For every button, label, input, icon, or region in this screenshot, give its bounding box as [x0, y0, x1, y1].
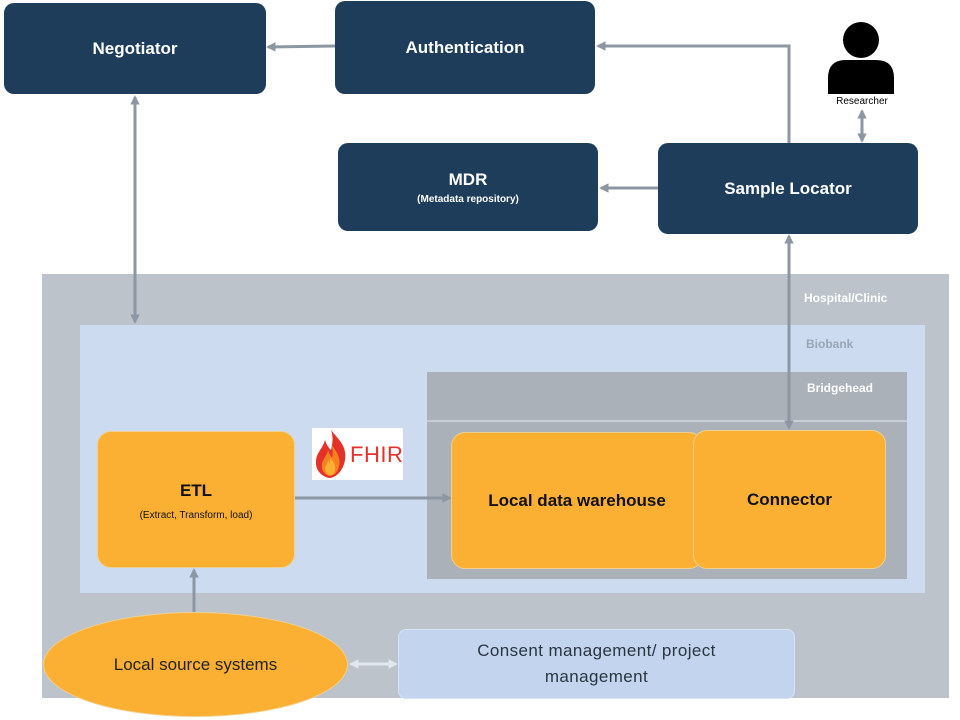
consent-title: Consent management/ project management	[477, 641, 716, 686]
connector-title: Connector	[747, 489, 832, 509]
hospital-label: Hospital/Clinic	[804, 291, 888, 305]
negotiator-box: Negotiator	[4, 3, 266, 94]
negotiator-title: Negotiator	[92, 38, 178, 58]
arrow-locator-to-auth	[596, 41, 791, 143]
sample-locator-box: Sample Locator	[658, 143, 918, 234]
flame-icon	[315, 430, 346, 478]
authentication-title: Authentication	[405, 37, 525, 57]
authentication-box: Authentication	[335, 1, 595, 94]
etl-box: ETL (Extract, Transform, load)	[97, 431, 295, 568]
researcher-label: Researcher	[836, 96, 888, 107]
local-source-title: Local source systems	[113, 654, 278, 674]
local-source-ellipse: Local source systems	[43, 612, 348, 717]
consent-box: Consent management/ project management	[398, 629, 795, 699]
mdr-subtitle: (Metadata repository)	[417, 193, 519, 205]
biobank-label: Biobank	[806, 337, 854, 351]
fhir-logo-text: FHIR	[350, 442, 404, 467]
bridgehead-label: Bridgehead	[807, 381, 874, 395]
researcher-icon	[826, 20, 896, 96]
mdr-box: MDR (Metadata repository)	[338, 143, 598, 231]
local-dwh-box: Local data warehouse	[451, 432, 703, 569]
sample-locator-title: Sample Locator	[724, 178, 852, 198]
bridgehead-divider	[427, 420, 907, 422]
mdr-title: MDR	[448, 169, 488, 189]
etl-subtitle: (Extract, Transform, load)	[139, 510, 253, 521]
etl-title: ETL	[179, 481, 213, 500]
connector-box: Connector	[693, 430, 886, 569]
arrow-auth-to-negotiator	[266, 42, 336, 52]
local-dwh-title: Local data warehouse	[488, 490, 666, 510]
fhir-logo: FHIR	[312, 428, 403, 480]
